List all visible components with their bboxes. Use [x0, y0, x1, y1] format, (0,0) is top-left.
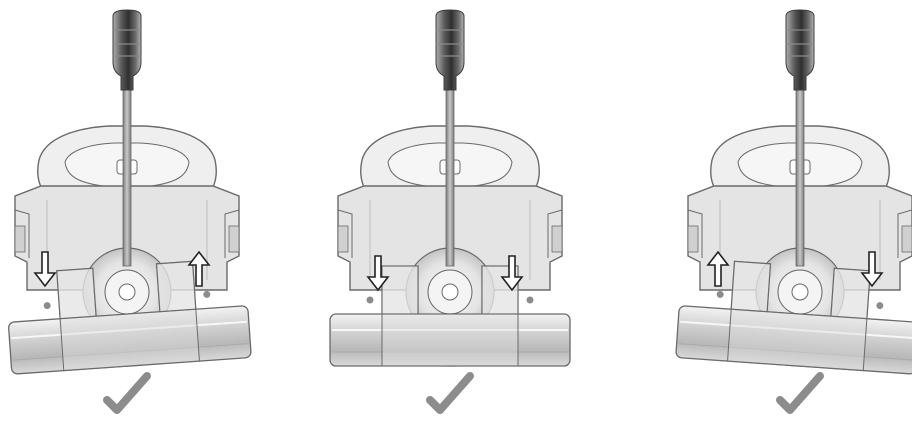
housing-right-clip	[228, 225, 240, 253]
check-icon	[426, 372, 474, 414]
wheel-axle	[118, 283, 136, 301]
roller-highlight	[11, 320, 247, 340]
pivot-pin-left	[43, 302, 51, 310]
roller-clamp	[59, 308, 200, 372]
panel-center	[329, 9, 571, 414]
handle-grip	[112, 9, 142, 91]
pivot-pin-right	[876, 302, 884, 310]
handle-grip-lines	[786, 29, 814, 57]
handle-grip	[435, 9, 465, 91]
handle-grip-lines	[113, 29, 141, 57]
housing-right-rib	[547, 209, 563, 258]
housing-right-rib	[897, 209, 912, 258]
housing-right-rib	[224, 209, 240, 258]
roller-shadow-line	[12, 343, 249, 361]
check-icon	[776, 372, 824, 414]
housing-left-rib	[687, 209, 703, 258]
arrow-right-down	[860, 251, 884, 288]
pivot-pin-right	[203, 290, 211, 298]
arrow-left-down	[366, 255, 390, 292]
panel-right	[675, 9, 912, 414]
pivot-pin-right	[526, 296, 534, 304]
direction-arrows	[33, 250, 211, 288]
housing-right-clip	[901, 225, 912, 253]
check-icon	[103, 372, 151, 414]
housing-right-clip	[551, 225, 563, 253]
handle-shaft	[445, 87, 455, 267]
roller-shadow-line	[678, 343, 912, 361]
roller-clamp	[727, 308, 868, 372]
handle-assembly	[435, 9, 465, 267]
handle-assembly	[785, 9, 815, 267]
swivel-assembly	[675, 260, 912, 375]
swivel-assembly	[329, 265, 571, 367]
housing-left-rib	[337, 209, 353, 258]
housing-left-clip	[14, 225, 26, 253]
wheel-axle	[441, 283, 459, 301]
wheel-axle	[791, 283, 809, 301]
roller-clamp	[381, 313, 519, 367]
handle-grip-lines	[436, 29, 464, 57]
handle-grip	[785, 9, 815, 91]
arrow-left-down	[33, 251, 57, 288]
direction-arrows	[706, 250, 884, 288]
arrow-right-down	[500, 255, 524, 292]
handle-assembly	[112, 9, 142, 267]
direction-arrows	[366, 255, 524, 292]
roller-highlight	[680, 320, 912, 340]
housing-left-rib	[14, 209, 30, 258]
arrow-right-up	[187, 250, 211, 287]
swivel-assembly	[8, 260, 252, 375]
pivot-pin-left	[716, 290, 724, 298]
handle-shaft	[122, 87, 132, 267]
handle-shaft	[795, 87, 805, 267]
housing-left-clip	[337, 225, 349, 253]
pivot-pin-left	[366, 296, 374, 304]
housing-left-clip	[687, 225, 699, 253]
housing-inner-lines	[369, 200, 531, 280]
panel-left	[8, 9, 252, 414]
arrow-left-up	[706, 250, 730, 287]
